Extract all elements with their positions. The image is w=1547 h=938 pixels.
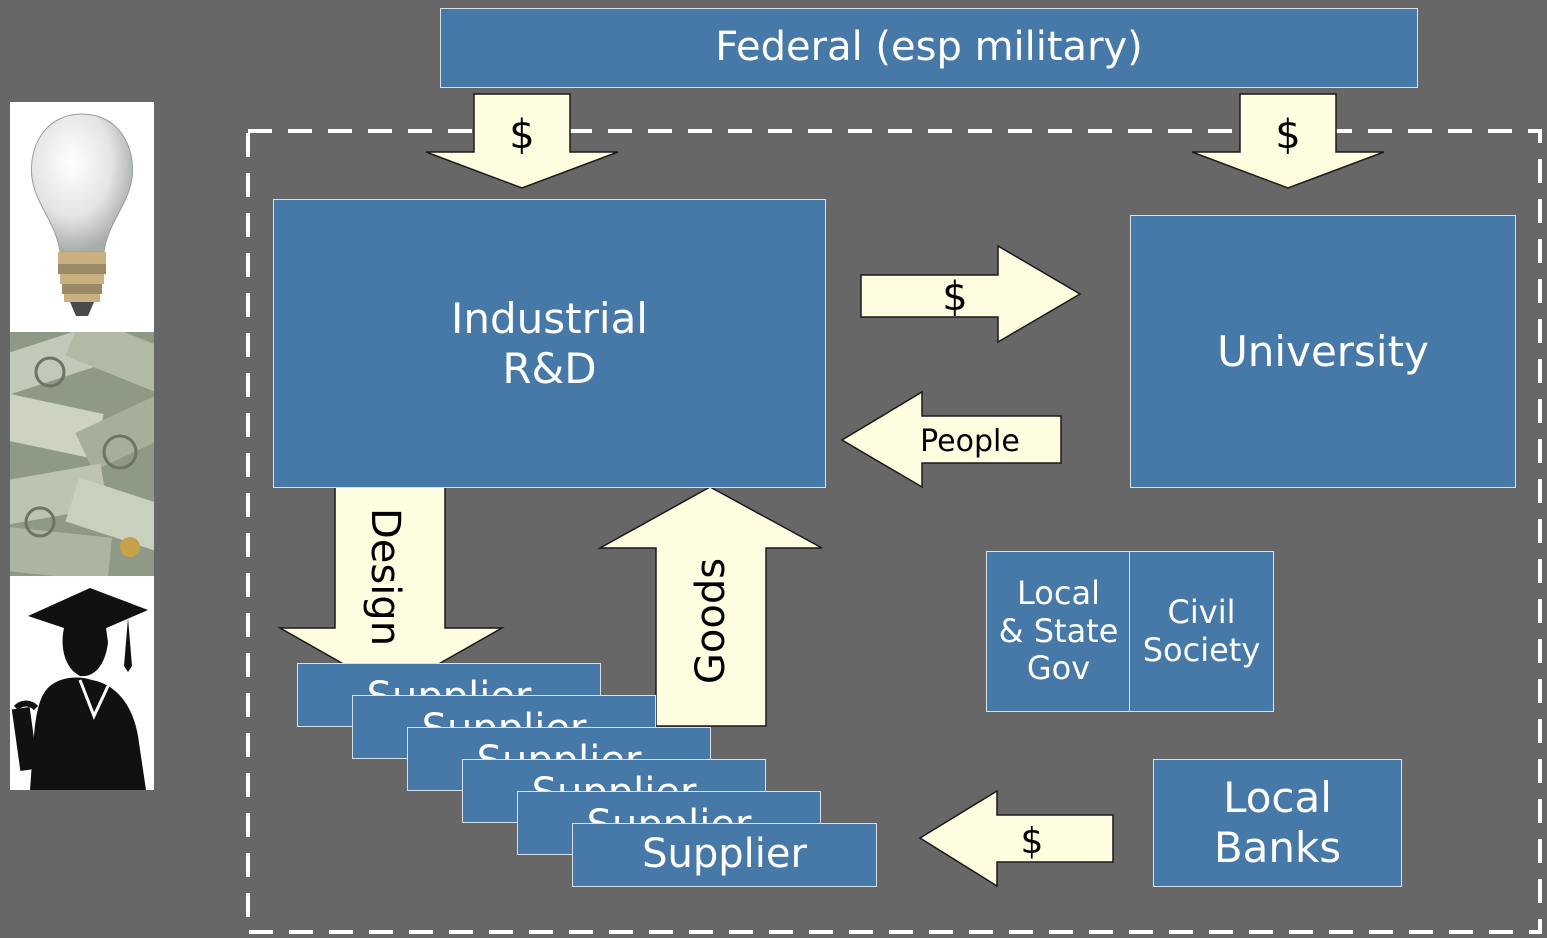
suppliers-to-industry-arrow	[597, 486, 823, 727]
local-banks-box: Local Banks	[1153, 759, 1402, 887]
banks-to-suppliers-label: $	[1020, 820, 1044, 862]
industry-to-university-label: $	[942, 274, 968, 320]
university-to-industry-label: People	[920, 423, 1020, 459]
federal-to-industry-arrow	[425, 93, 619, 189]
federal-to-university-label: $	[1275, 112, 1301, 158]
university-label: University	[1217, 326, 1429, 376]
local-banks-label: Local Banks	[1213, 773, 1342, 872]
supplier-box: Supplier	[572, 823, 877, 887]
federal-to-industry-label: $	[509, 112, 535, 158]
graduate-icon	[10, 576, 154, 790]
federal-box: Federal (esp military)	[440, 8, 1418, 88]
federal-to-university-arrow	[1191, 93, 1385, 189]
university-to-industry-arrow	[840, 390, 1062, 489]
banks-to-suppliers-arrow	[918, 789, 1114, 888]
local-state-gov-box: Local & State Gov	[986, 551, 1131, 712]
industry-to-suppliers-label: Design	[362, 507, 408, 647]
university-box: University	[1130, 215, 1516, 488]
money-icon	[10, 332, 154, 576]
light-bulb-icon	[10, 102, 154, 332]
local-state-gov-label: Local & State Gov	[998, 573, 1119, 688]
industrial-rd-box: Industrial R&D	[273, 199, 826, 488]
supplier-label: Supplier	[642, 831, 807, 878]
suppliers-to-industry-label: Goods	[688, 557, 734, 685]
industry-to-university-arrow	[860, 244, 1082, 344]
civil-society-box: Civil Society	[1129, 551, 1274, 712]
federal-label: Federal (esp military)	[715, 24, 1143, 71]
civil-society-label: Civil Society	[1142, 592, 1261, 669]
industry-to-suppliers-arrow	[277, 486, 505, 692]
industrial-rd-label: Industrial R&D	[451, 293, 648, 393]
